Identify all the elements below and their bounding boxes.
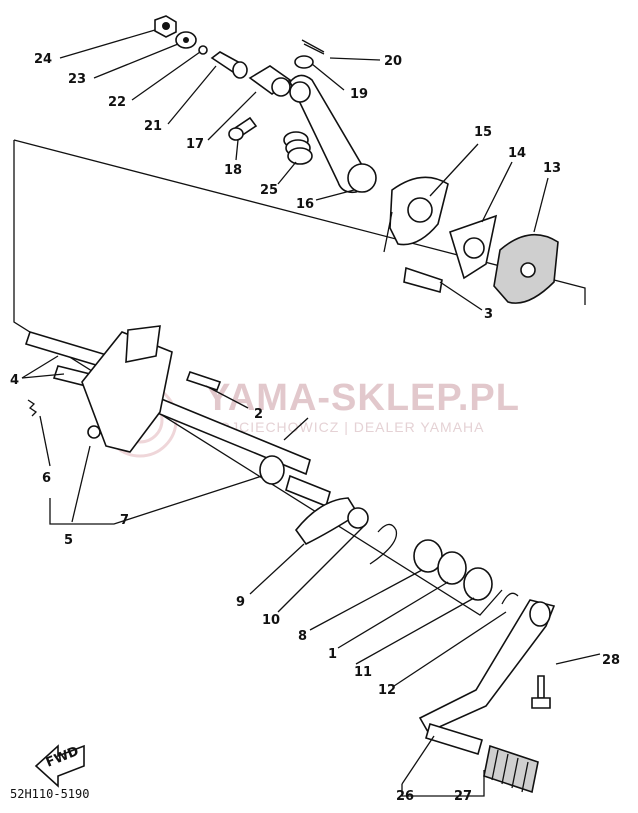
label-12: 12 [378, 683, 396, 698]
label-1: 1 [328, 647, 337, 662]
label-16: 16 [296, 197, 314, 212]
label-10: 10 [262, 613, 280, 628]
label-26: 26 [396, 789, 414, 804]
part-torsion-spring [369, 523, 398, 565]
label-19: 19 [350, 87, 368, 102]
label-17: 17 [186, 137, 204, 152]
part-return-spring [27, 399, 38, 417]
watermark-dealer: WOJCIECHOWICZ | DEALER YAMAHA [205, 419, 484, 435]
label-18: 18 [224, 163, 242, 178]
label-27: 27 [454, 789, 472, 804]
watermark-brand: YAMA-SKLEP.PL [205, 377, 520, 419]
part-labels: 24 23 22 21 17 18 20 19 25 16 15 14 13 3… [10, 52, 620, 804]
label-13: 13 [543, 161, 561, 176]
part-washer-11 [463, 567, 493, 601]
label-28: 28 [602, 653, 620, 668]
label-20: 20 [384, 54, 402, 69]
part-stopper-plate [383, 176, 449, 253]
forward-direction-arrow: FWD [34, 744, 85, 788]
label-11: 11 [354, 665, 372, 680]
part-cotter-pin [301, 39, 325, 55]
label-6: 6 [42, 471, 51, 486]
part-shift-lever [81, 325, 173, 453]
part-plain-washer [294, 55, 314, 69]
label-4: 4 [10, 373, 19, 388]
part-nut [154, 15, 177, 38]
watermark: YAMA-SKLEP.PL WOJCIECHOWICZ | DEALER YAM… [102, 377, 520, 458]
label-2: 2 [254, 407, 263, 422]
part-pedal-rubber [483, 744, 539, 794]
part-circlip [198, 45, 208, 55]
label-15: 15 [474, 125, 492, 140]
assembly-outline [13, 139, 586, 616]
part-pedal-bolt-head [531, 697, 551, 709]
part-lever-plate-boss [347, 507, 369, 529]
part-segment [493, 233, 559, 304]
part-shift-pedal [418, 599, 556, 756]
label-22: 22 [108, 95, 126, 110]
part-segment-bolt [403, 266, 443, 294]
label-7: 7 [120, 513, 129, 528]
leader-lines [21, 29, 601, 797]
drawing-code: 52H110-5190 [10, 787, 89, 801]
part-pin [228, 116, 258, 141]
part-bolt [210, 51, 248, 79]
part-pedal-bolt [537, 675, 545, 699]
part-spring [283, 131, 313, 165]
label-14: 14 [508, 146, 526, 161]
label-5: 5 [64, 533, 73, 548]
label-24: 24 [34, 52, 52, 67]
part-circlip-12 [501, 592, 519, 605]
label-23: 23 [68, 72, 86, 87]
part-lever-plate [294, 497, 360, 546]
part-shift-arm [289, 74, 377, 194]
part-washer-1 [437, 551, 467, 585]
label-25: 25 [260, 183, 278, 198]
label-9: 9 [236, 595, 245, 610]
label-21: 21 [144, 119, 162, 134]
part-sleeve [248, 65, 292, 97]
label-3: 3 [484, 307, 493, 322]
label-8: 8 [298, 629, 307, 644]
part-dowel-pin [185, 370, 222, 392]
part-washer [175, 31, 197, 49]
part-guide-plate-hole [463, 237, 485, 259]
